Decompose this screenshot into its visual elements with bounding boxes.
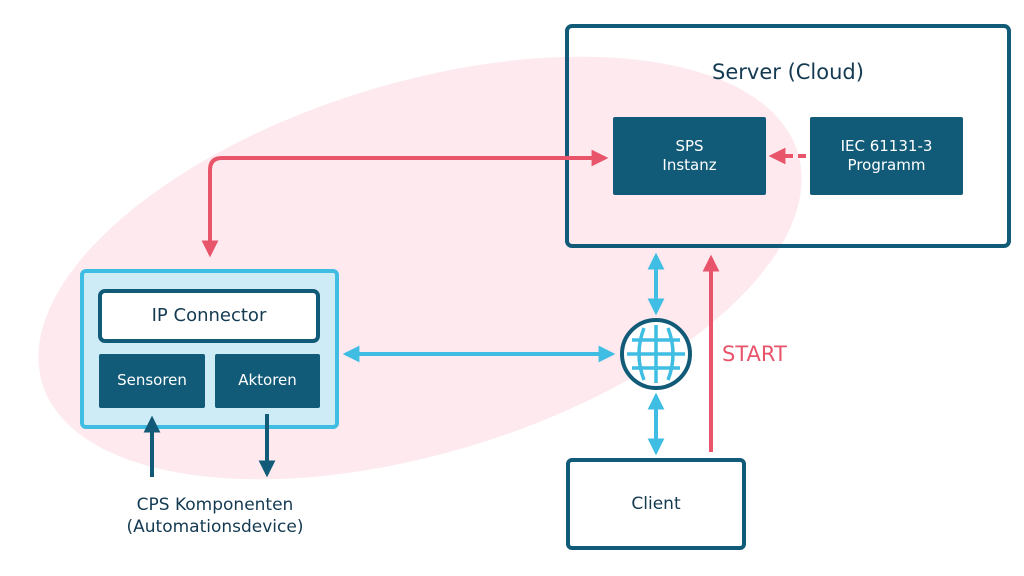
cps-label-line1: CPS Komponenten xyxy=(136,494,294,515)
cps-label-line2: (Automationsdevice) xyxy=(126,517,304,537)
sensors-box xyxy=(99,354,205,408)
iec-label-line1: IEC 61131-3 xyxy=(840,136,933,155)
sps-box xyxy=(613,117,766,195)
actuators-box xyxy=(215,354,320,408)
sps-device-arrow xyxy=(201,149,609,258)
iec-box xyxy=(810,117,963,195)
server-title: Server (Cloud) xyxy=(712,60,864,85)
ip-connector[interactable]: IP Connector xyxy=(151,305,267,327)
ip-connector-box xyxy=(98,289,320,343)
server-box xyxy=(565,24,1011,248)
sps-label-line2: Instanz xyxy=(662,156,717,174)
start-label: START xyxy=(722,342,787,367)
iec-label-line2: Programm xyxy=(847,156,926,174)
cps-components-label: CPS Komponenten (Automationsdevice) xyxy=(90,484,340,548)
iec-program[interactable]: IEC 61131-3 Programm xyxy=(810,117,963,195)
sensors[interactable]: Sensoren xyxy=(117,371,187,390)
client-box xyxy=(566,458,746,550)
sps-instance[interactable]: SPS Instanz xyxy=(613,117,766,195)
client[interactable]: Client xyxy=(631,493,681,514)
globe-icon xyxy=(620,318,692,390)
sps-label-line1: SPS xyxy=(675,136,704,155)
actuators[interactable]: Aktoren xyxy=(238,371,297,390)
